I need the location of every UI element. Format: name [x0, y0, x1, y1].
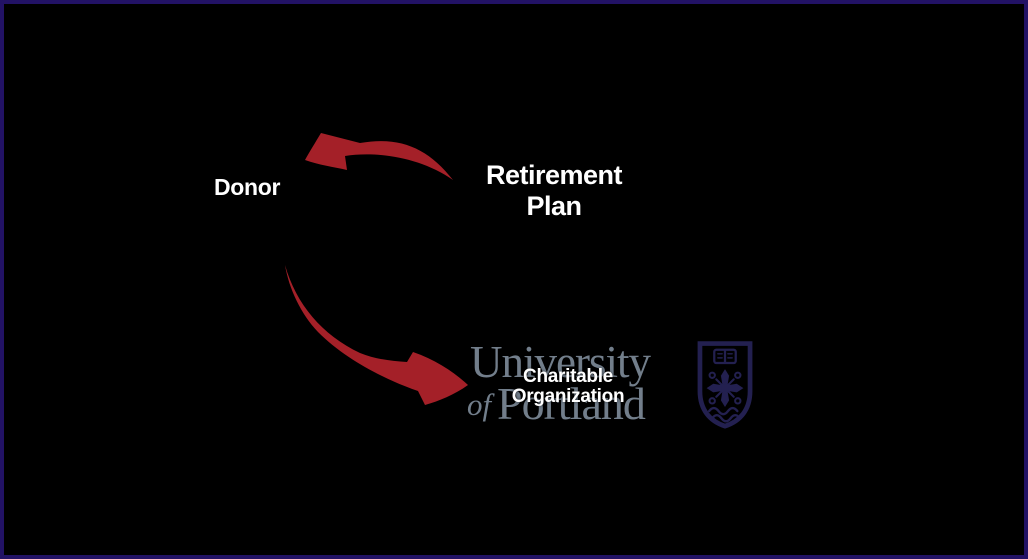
retirement-plan-label-line2: Plan — [526, 191, 582, 221]
retirement-plan-label-line1: Retirement — [485, 160, 623, 190]
charitable-organization-node-label: Charitable Organization — [488, 367, 648, 407]
crest-book-icon — [713, 348, 737, 365]
charitable-organization-label-line1: Charitable — [523, 366, 613, 387]
retirement-plan-node-label: Retirement Plan — [464, 160, 644, 222]
arrow-donor-to-charitable-organization-icon — [285, 265, 468, 405]
watermark-word-of: of — [467, 387, 492, 422]
crest-outline — [697, 341, 753, 429]
watermark-word-university: University — [470, 337, 651, 387]
charitable-organization-label-line2: Organization — [511, 386, 625, 407]
university-of-portland-shield-icon — [697, 341, 753, 429]
crest-compass-rays-icon — [708, 371, 742, 405]
watermark-word-portland: Portland — [497, 378, 646, 429]
flow-arrows — [285, 133, 468, 405]
arrow-retirement-plan-to-donor-icon — [305, 133, 453, 180]
crest-waves-icon — [707, 406, 739, 423]
donor-node-label: Donor — [214, 174, 281, 200]
crest-cross-icon — [706, 369, 744, 407]
